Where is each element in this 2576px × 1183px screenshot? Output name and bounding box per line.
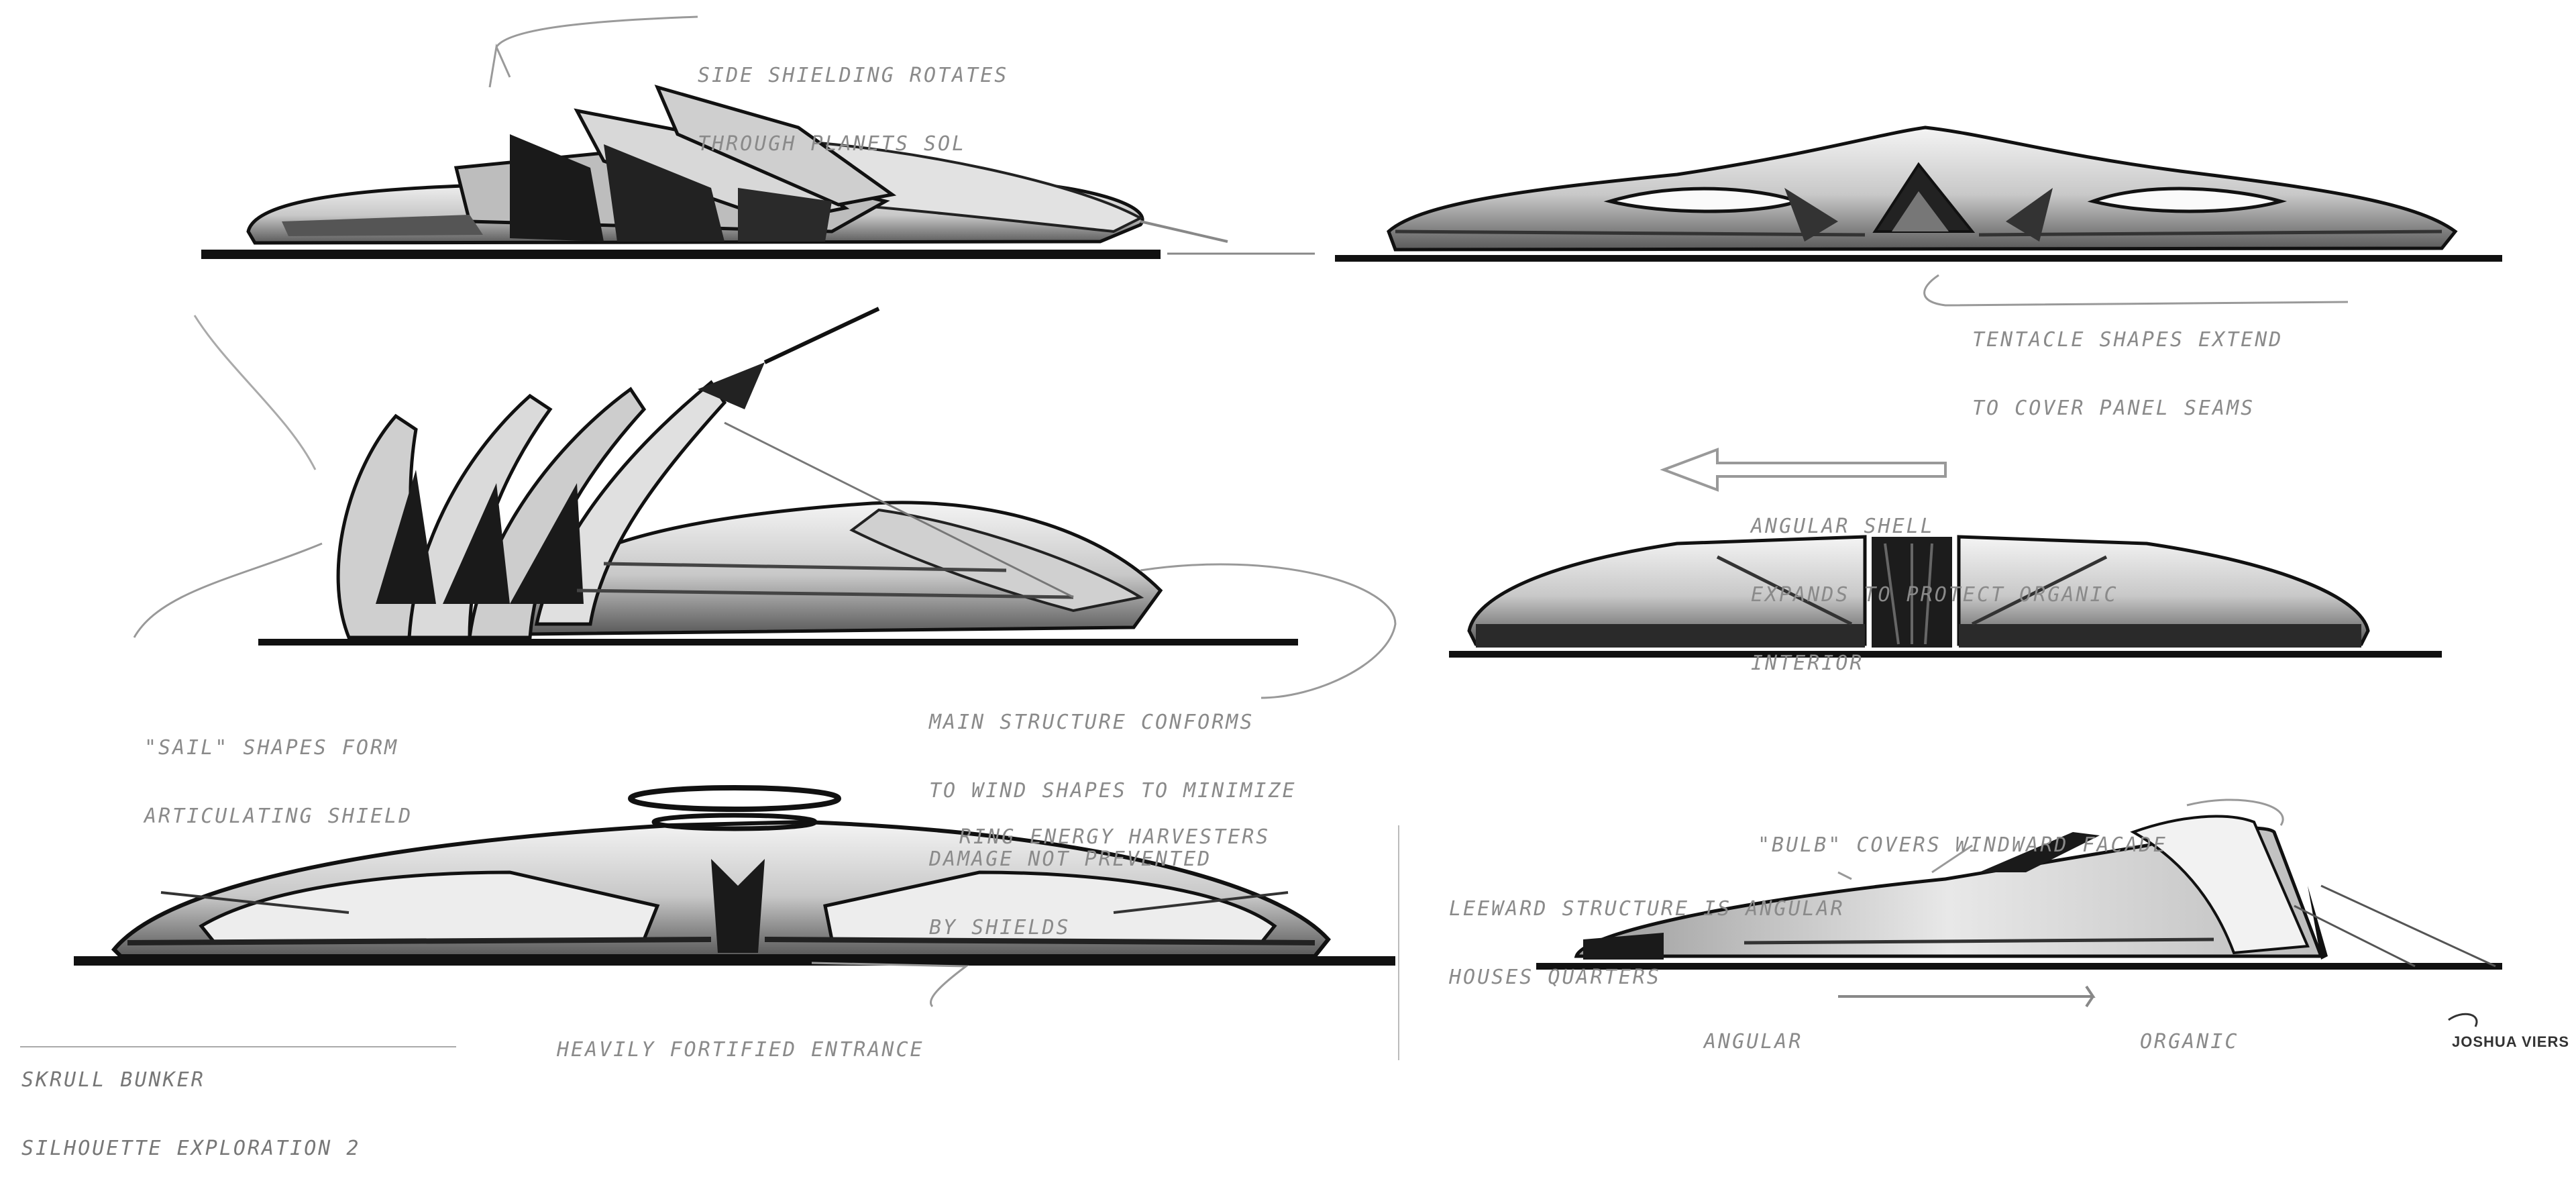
sketch-ring-dome bbox=[74, 785, 1399, 1060]
note-main-structure: MAIN STRUCTURE CONFORMS TO WIND SHAPES T… bbox=[929, 711, 1297, 939]
title-block: SKRULL BUNKER SILHOUETTE EXPLORATION 2 bbox=[21, 1068, 361, 1160]
note-angular-shell: ANGULAR SHELL EXPANDS TO PROTECT ORGANIC… bbox=[1751, 515, 2118, 675]
sketch-bulb-facade bbox=[1536, 799, 2502, 1027]
concept-sheet bbox=[20, 15, 2502, 1060]
note-angular: ANGULAR bbox=[1704, 1030, 1803, 1053]
sketch-tentacle-hull bbox=[1335, 125, 2502, 307]
note-tentacle-shapes: TENTACLE SHAPES EXTEND TO COVER PANEL SE… bbox=[1972, 328, 2284, 420]
sketch-angular-shell bbox=[1449, 448, 2442, 658]
note-sail-shapes: "SAIL" SHAPES FORM ARTICULATING SHIELD bbox=[144, 736, 413, 828]
note-ring-energy: RING ENERGY HARVESTERS bbox=[959, 825, 1271, 849]
sketch-sail-shield bbox=[133, 307, 1397, 699]
note-fortified-entrance: HEAVILY FORTIFIED ENTRANCE bbox=[557, 1038, 924, 1062]
note-leeward: LEEWARD STRUCTURE IS ANGULAR HOUSES QUAR… bbox=[1449, 897, 1845, 989]
note-bulb-covers: "BULB" COVERS WINDWARD FACADE bbox=[1758, 833, 2167, 857]
artist-signature: JOSHUA VIERS bbox=[2452, 1033, 2570, 1050]
sketch-rotating-shields bbox=[201, 15, 1315, 259]
note-side-shielding: SIDE SHIELDING ROTATES THROUGH PLANETS S… bbox=[698, 64, 1009, 156]
note-organic: ORGANIC bbox=[2140, 1030, 2239, 1053]
